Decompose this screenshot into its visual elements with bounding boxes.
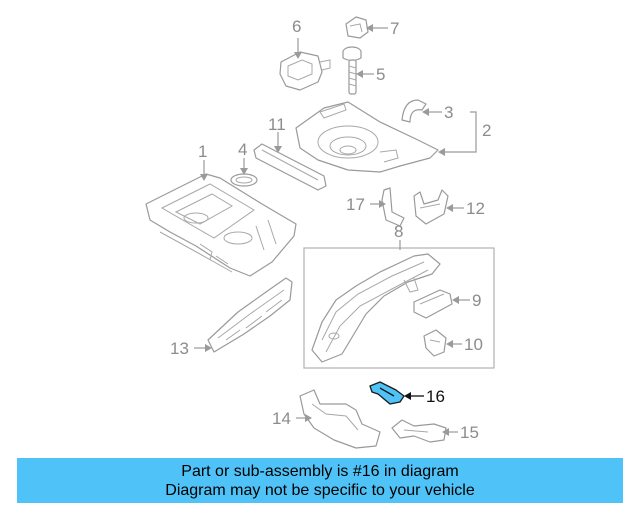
part-4-grommet[interactable] xyxy=(230,173,258,187)
leader-1 xyxy=(200,160,208,181)
part-7-cap[interactable] xyxy=(345,16,369,39)
part-16-bracket-highlighted[interactable] xyxy=(369,381,405,405)
leader-3 xyxy=(422,108,442,116)
caption-bar: Part or sub-assembly is #16 in diagram D… xyxy=(17,458,623,503)
part-14-panel[interactable] xyxy=(299,389,381,449)
leader-15 xyxy=(442,428,458,436)
callout-1[interactable]: 1 xyxy=(198,142,207,161)
callout-6[interactable]: 6 xyxy=(292,17,301,36)
part-3-hook[interactable] xyxy=(401,99,427,123)
leader-4 xyxy=(240,158,248,175)
part-6-bracket[interactable] xyxy=(279,51,331,91)
callout-5[interactable]: 5 xyxy=(376,65,385,84)
leader-7 xyxy=(366,24,388,32)
part-13-side-rail[interactable] xyxy=(207,277,293,353)
leader-17 xyxy=(370,200,386,208)
callout-17[interactable]: 17 xyxy=(346,195,365,214)
callout-15[interactable]: 15 xyxy=(460,423,479,442)
part-17-bracket[interactable] xyxy=(381,187,405,227)
callout-14[interactable]: 14 xyxy=(272,409,291,428)
leader-12 xyxy=(446,204,464,212)
callout-16[interactable]: 16 xyxy=(426,387,445,406)
callout-11[interactable]: 11 xyxy=(268,115,286,134)
callout-12[interactable]: 12 xyxy=(466,199,485,218)
caption-line-2: Diagram may not be specific to your vehi… xyxy=(165,481,475,499)
caption-line-1: Part or sub-assembly is #16 in diagram xyxy=(181,462,459,480)
callout-13[interactable]: 13 xyxy=(170,339,189,358)
part-10-bracket[interactable] xyxy=(423,329,447,357)
leader-10 xyxy=(446,340,462,348)
leader-14 xyxy=(296,414,312,422)
part-5-bolt[interactable] xyxy=(342,46,362,95)
callout-7[interactable]: 7 xyxy=(390,19,399,38)
part-2-spare-wheel-well[interactable] xyxy=(295,101,439,173)
leader-6 xyxy=(294,38,302,59)
part-9-bracket[interactable] xyxy=(413,289,453,319)
callout-10[interactable]: 10 xyxy=(464,335,483,354)
part-11-rail[interactable] xyxy=(253,143,327,191)
callout-4[interactable]: 4 xyxy=(238,140,247,159)
part-8-group-box xyxy=(303,247,495,369)
callout-3[interactable]: 3 xyxy=(444,103,453,122)
part-8-frame-rail[interactable] xyxy=(311,253,441,363)
callout-2[interactable]: 2 xyxy=(482,121,491,140)
leader-9 xyxy=(452,296,470,304)
leader-2 xyxy=(438,111,477,156)
part-1-rear-floor-pan[interactable] xyxy=(145,173,297,277)
part-12-bracket[interactable] xyxy=(413,189,449,225)
part-15-bracket[interactable] xyxy=(391,419,447,443)
leader-11 xyxy=(274,132,282,153)
leader-13 xyxy=(194,344,212,352)
callout-9[interactable]: 9 xyxy=(472,291,481,310)
leader-16 xyxy=(404,392,424,400)
leader-5 xyxy=(356,70,374,78)
callout-8[interactable]: 8 xyxy=(394,222,403,241)
